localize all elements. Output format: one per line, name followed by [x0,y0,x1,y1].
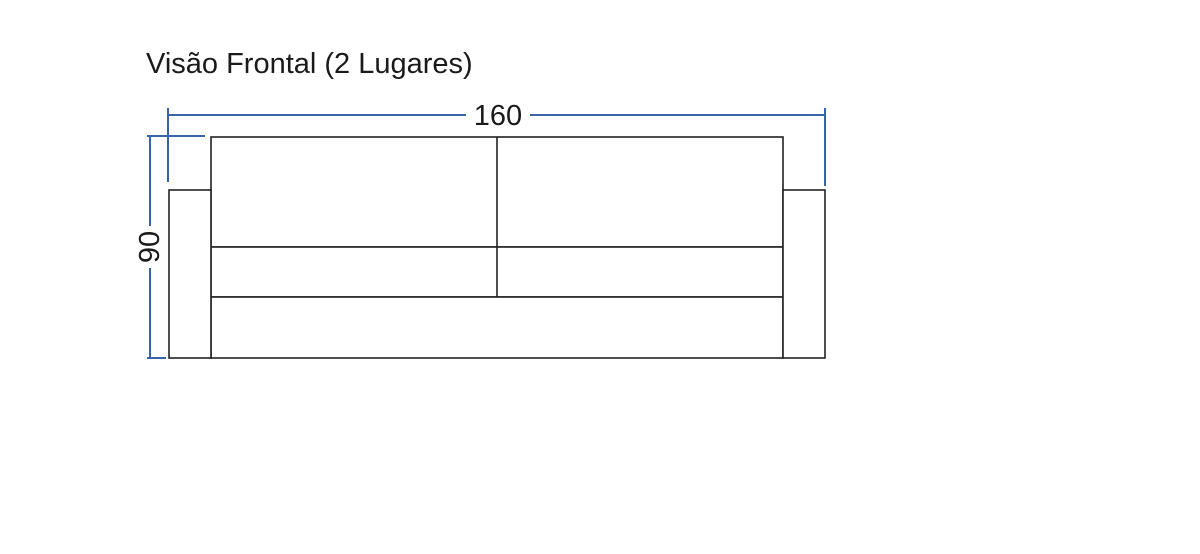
height-dimension-label: 90 [134,231,166,263]
sofa-base [210,296,784,359]
height-dimension: 90 [134,135,205,359]
sofa [168,136,826,359]
diagram-title: Visão Frontal (2 Lugares) [146,48,473,80]
right-armrest [782,189,826,359]
width-dimension: 160 [167,100,826,186]
left-armrest [168,189,212,359]
width-dimension-label: 160 [474,100,522,132]
